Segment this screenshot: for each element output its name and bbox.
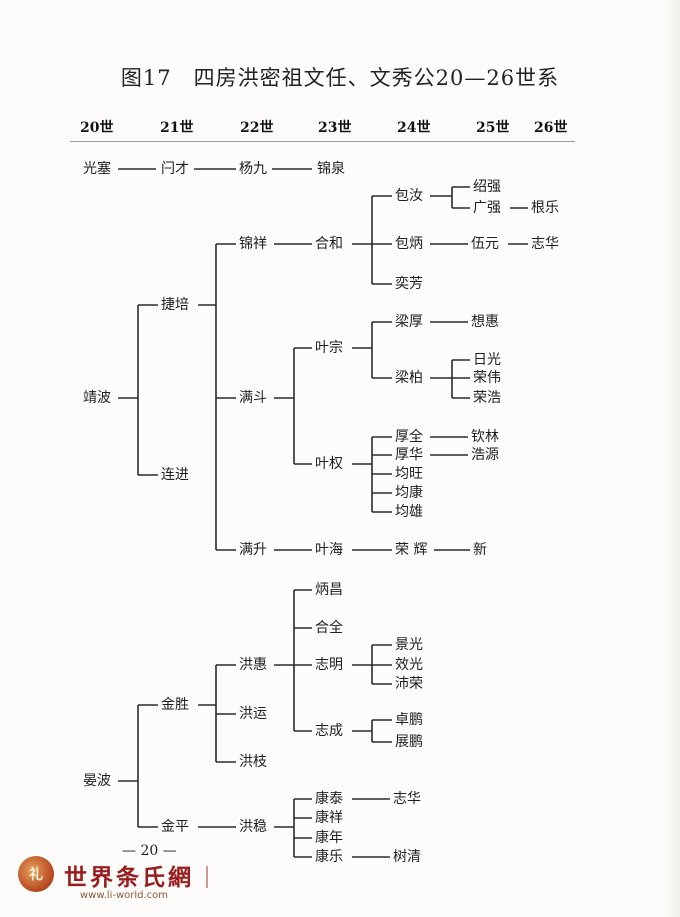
person-name: 金平 bbox=[160, 819, 190, 835]
person-name: 伍元 bbox=[470, 236, 500, 252]
person-name: 均康 bbox=[394, 485, 424, 501]
person-name: 厚华 bbox=[394, 447, 424, 463]
person-name: 炳昌 bbox=[314, 582, 344, 598]
person-name: 晏波 bbox=[82, 773, 112, 789]
person-name: 梁柏 bbox=[394, 370, 424, 386]
person-name: 卓鹏 bbox=[394, 712, 424, 728]
person-name: 新 bbox=[472, 542, 488, 558]
person-name: 合全 bbox=[314, 620, 344, 636]
person-name: 闩才 bbox=[160, 161, 190, 177]
person-name: 洪枝 bbox=[238, 754, 268, 770]
person-name: 叶海 bbox=[314, 542, 344, 558]
person-name: 洪惠 bbox=[238, 657, 268, 673]
person-name: 效光 bbox=[394, 657, 424, 673]
person-name: 奕芳 bbox=[394, 276, 424, 292]
watermark-site-name: 世界条氏網 bbox=[64, 864, 194, 891]
generation-label: 22世 bbox=[240, 120, 274, 136]
person-name: 志华 bbox=[392, 791, 422, 807]
person-name: 志华 bbox=[530, 236, 560, 252]
person-name: 日光 bbox=[472, 352, 502, 368]
person-name: 绍强 bbox=[472, 179, 502, 195]
generation-underline bbox=[70, 141, 575, 142]
person-name: 志明 bbox=[314, 657, 344, 673]
person-name: 沛荣 bbox=[394, 676, 424, 692]
person-name: 叶宗 bbox=[314, 340, 344, 356]
page-number: — 20 — bbox=[122, 843, 177, 859]
person-name: 均雄 bbox=[394, 504, 424, 520]
generation-label: 23世 bbox=[318, 120, 352, 136]
person-name: 康乐 bbox=[314, 849, 344, 865]
person-name: 满升 bbox=[238, 542, 268, 558]
person-name: 合和 bbox=[314, 236, 344, 252]
generation-label: 20世 bbox=[80, 120, 114, 136]
generation-label: 25世 bbox=[476, 120, 510, 136]
person-name: 康年 bbox=[314, 830, 344, 846]
person-name: 广强 bbox=[472, 200, 502, 216]
generation-label: 21世 bbox=[160, 120, 194, 136]
page-edge-shadow bbox=[664, 0, 680, 917]
person-name: 叶权 bbox=[314, 456, 344, 472]
person-name: 浩源 bbox=[470, 447, 500, 463]
person-name: 锦泉 bbox=[316, 161, 346, 177]
person-name: 树清 bbox=[392, 849, 422, 865]
person-name: 荣伟 bbox=[472, 370, 502, 386]
person-name: 荣浩 bbox=[472, 390, 502, 406]
person-name: 捷培 bbox=[160, 297, 190, 313]
watermark-stamp bbox=[206, 866, 220, 888]
watermark-url: www.li-world.com bbox=[80, 890, 169, 901]
person-name: 包汝 bbox=[394, 188, 424, 204]
person-name: 景光 bbox=[394, 637, 424, 653]
person-name: 洪运 bbox=[238, 706, 268, 722]
person-name: 梁厚 bbox=[394, 314, 424, 330]
person-name: 杨九 bbox=[238, 161, 268, 177]
person-name: 荣 辉 bbox=[394, 542, 429, 558]
person-name: 洪稳 bbox=[238, 819, 268, 835]
person-name: 钦林 bbox=[470, 429, 500, 445]
watermark-logo-char: 礼 bbox=[29, 867, 43, 883]
person-name: 满斗 bbox=[238, 390, 268, 406]
person-name: 金胜 bbox=[160, 697, 190, 713]
watermark-logo: 礼 bbox=[18, 856, 54, 892]
person-name: 锦祥 bbox=[238, 236, 268, 252]
person-name: 靖波 bbox=[82, 390, 112, 406]
person-name: 志成 bbox=[314, 723, 344, 739]
generation-label: 26世 bbox=[534, 120, 568, 136]
person-name: 展鹏 bbox=[394, 734, 424, 750]
person-name: 根乐 bbox=[530, 200, 560, 216]
figure-title: 图17 四房洪密祖文任、文秀公20—26世系 bbox=[120, 66, 560, 90]
person-name: 均旺 bbox=[394, 466, 424, 482]
person-name: 康泰 bbox=[314, 791, 344, 807]
person-name: 厚全 bbox=[394, 429, 424, 445]
generation-label: 24世 bbox=[397, 120, 431, 136]
person-name: 光塞 bbox=[82, 161, 112, 177]
person-name: 想惠 bbox=[470, 314, 500, 330]
person-name: 连进 bbox=[160, 467, 190, 483]
person-name: 康祥 bbox=[314, 810, 344, 826]
person-name: 包炳 bbox=[394, 236, 424, 252]
